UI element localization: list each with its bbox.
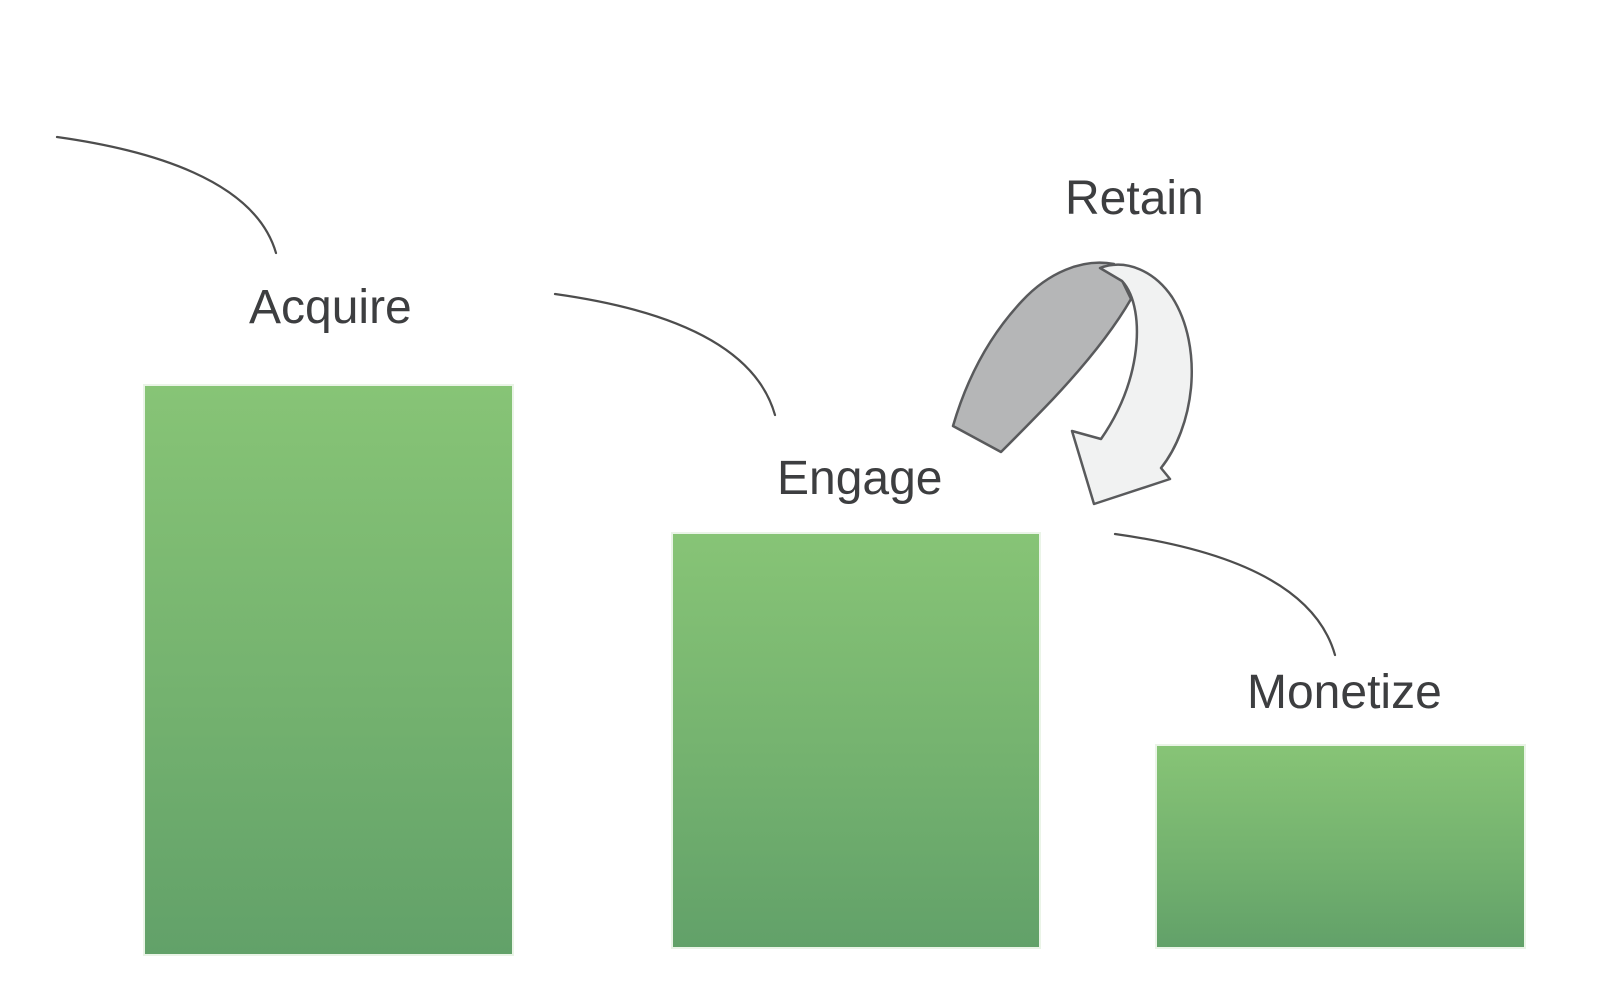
connector-arc xyxy=(55,135,278,255)
bar-engage xyxy=(671,532,1041,949)
label-acquire: Acquire xyxy=(249,281,412,334)
label-retain: Retain xyxy=(1065,172,1204,225)
retain-loop-arrow-icon xyxy=(951,261,1193,506)
bar-monetize xyxy=(1155,744,1526,949)
label-engage: Engage xyxy=(777,452,943,505)
connector-arc xyxy=(1113,532,1337,657)
label-monetize: Monetize xyxy=(1247,666,1442,719)
connector-arc xyxy=(553,292,777,417)
retain-loop-arrow-back xyxy=(951,261,1133,454)
retain-loop-arrow-front xyxy=(1070,263,1193,506)
bar-acquire xyxy=(143,384,514,956)
